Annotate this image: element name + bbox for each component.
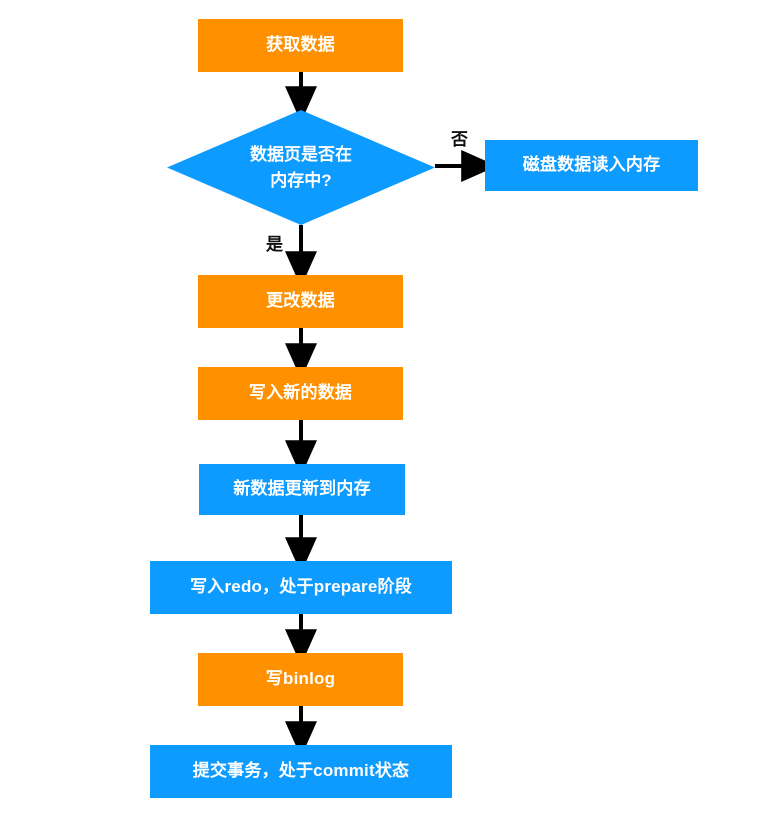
edge-label-yes: 是 [266, 235, 283, 254]
node-commit-transaction[interactable]: 提交事务，处于commit状态 [150, 745, 452, 798]
node-modify-data-label: 更改数据 [266, 291, 335, 311]
node-new-data-updated-to-memory-label: 新数据更新到内存 [233, 479, 371, 499]
node-write-redo-prepare[interactable]: 写入redo，处于prepare阶段 [150, 561, 452, 614]
node-modify-data[interactable]: 更改数据 [198, 275, 403, 328]
node-write-redo-prepare-label: 写入redo，处于prepare阶段 [190, 577, 412, 597]
node-write-new-data-label: 写入新的数据 [248, 383, 353, 403]
node-new-data-updated-to-memory[interactable]: 新数据更新到内存 [199, 464, 405, 515]
node-commit-transaction-label: 提交事务，处于commit状态 [192, 761, 410, 781]
node-write-binlog[interactable]: 写binlog [198, 653, 403, 706]
node-get-data[interactable]: 获取数据 [198, 19, 403, 72]
node-disk-read-into-memory-label: 磁盘数据读入内存 [522, 155, 661, 175]
node-decision-page-in-memory[interactable]: 数据页是否在 内存中? [167, 110, 435, 225]
node-get-data-label: 获取数据 [266, 35, 335, 55]
diamond-shape [167, 110, 435, 225]
node-disk-read-into-memory[interactable]: 磁盘数据读入内存 [485, 140, 698, 191]
node-write-binlog-label: 写binlog [265, 669, 336, 689]
node-write-new-data[interactable]: 写入新的数据 [198, 367, 403, 420]
edge-label-no: 否 [451, 130, 468, 149]
